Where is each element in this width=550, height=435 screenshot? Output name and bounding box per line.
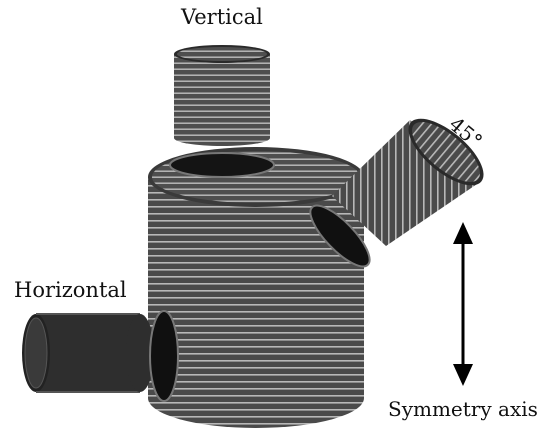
horizontal-cylinder bbox=[22, 313, 154, 393]
vertical-cylinder bbox=[174, 45, 270, 146]
diagonal-cylinder bbox=[332, 118, 484, 246]
symmetry-axis-arrow bbox=[453, 222, 473, 386]
symmetry-axis-label: Symmetry axis bbox=[388, 397, 538, 421]
top-hole bbox=[169, 152, 275, 178]
horizontal-hole bbox=[149, 310, 179, 402]
horizontal-label: Horizontal bbox=[14, 278, 127, 302]
diagonal-hole bbox=[309, 204, 371, 268]
vertical-label: Vertical bbox=[181, 5, 263, 29]
main-cylinder bbox=[148, 147, 364, 428]
